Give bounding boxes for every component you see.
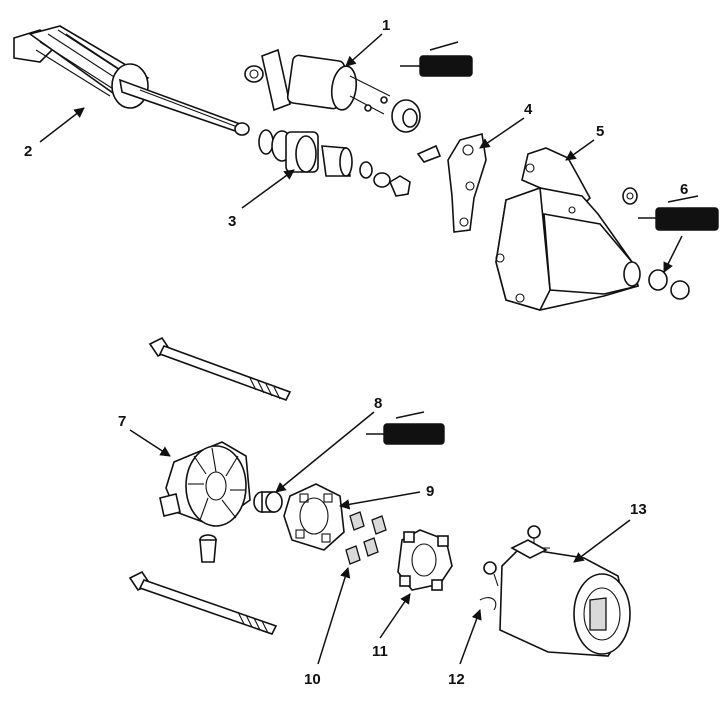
grease-gun-icon xyxy=(400,41,473,77)
callout-2: 2 xyxy=(24,143,32,160)
leader-lines xyxy=(39,33,683,665)
callout-3: 3 xyxy=(228,213,236,230)
brush-holder xyxy=(397,529,453,591)
drive-end-housing xyxy=(495,147,641,311)
commutator-end-frame xyxy=(159,441,251,527)
terminal-clips xyxy=(479,561,499,611)
callout-1: 1 xyxy=(382,17,390,34)
grease-gun-icon xyxy=(366,411,445,445)
callout-8: 8 xyxy=(374,395,382,412)
callout-10: 10 xyxy=(304,671,321,688)
callout-11: 11 xyxy=(372,643,388,660)
brush-holder-plate xyxy=(283,483,345,551)
callout-5: 5 xyxy=(596,123,604,140)
plunger-boot xyxy=(391,99,421,133)
shift-lever xyxy=(416,132,487,233)
overrunning-clutch xyxy=(258,129,411,197)
commutator-end-screw xyxy=(199,534,217,563)
callout-6: 6 xyxy=(680,181,688,198)
brush-springs xyxy=(345,511,387,565)
commutator-end-bushing xyxy=(253,491,283,513)
through-bolt-lower xyxy=(128,570,278,635)
callout-4: 4 xyxy=(524,101,533,118)
armature xyxy=(13,25,250,136)
field-frame-yoke xyxy=(499,525,631,657)
grease-gun-icon xyxy=(638,195,719,231)
callout-12: 12 xyxy=(448,671,465,688)
callout-13: 13 xyxy=(630,501,647,518)
callout-7: 7 xyxy=(118,413,126,430)
drive-end-bushing xyxy=(622,187,690,300)
through-bolt-upper xyxy=(148,336,292,401)
solenoid xyxy=(244,48,421,133)
callout-9: 9 xyxy=(426,483,434,500)
